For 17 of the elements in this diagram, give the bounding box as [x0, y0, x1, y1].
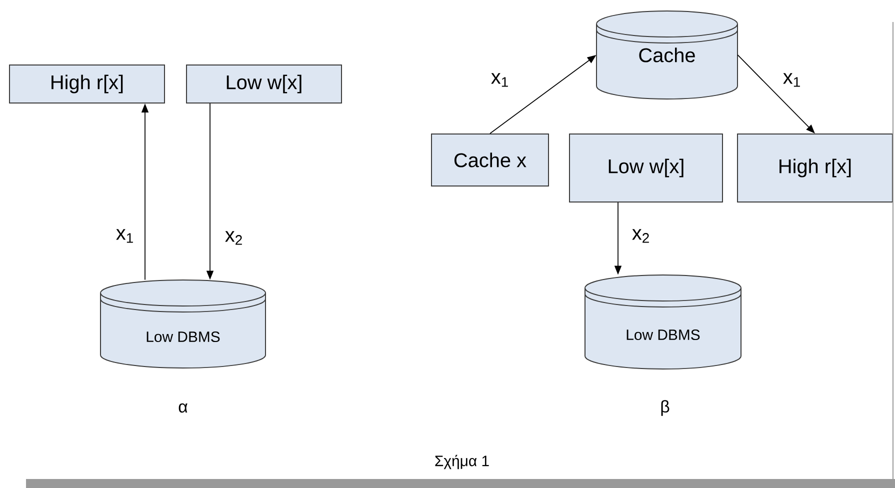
process-box: High r[x] — [9, 64, 165, 104]
edge-label: x$_{1}$ — [114, 228, 136, 244]
edge-label: x$_{1}$ — [782, 72, 802, 88]
process-box: Cache x — [431, 134, 549, 186]
database-cylinder: Low DBMS — [100, 280, 266, 368]
panel-label: β — [661, 400, 670, 416]
process-box: Low w[x] — [569, 134, 723, 202]
edge-label: x$_{1}$ — [490, 72, 510, 88]
process-box: Low w[x] — [186, 64, 342, 104]
edge-label: x$_{2}$ — [224, 230, 244, 246]
panel-label: α — [178, 403, 188, 413]
arrow — [737, 54, 815, 134]
process-box: High r[x] — [737, 134, 893, 202]
edge-label: x$_{2}$ — [630, 228, 652, 244]
caption: Σχήμα 1 — [435, 454, 489, 470]
database-cylinder: Low DBMS — [584, 274, 742, 370]
database-cylinder: Cache — [596, 10, 738, 100]
